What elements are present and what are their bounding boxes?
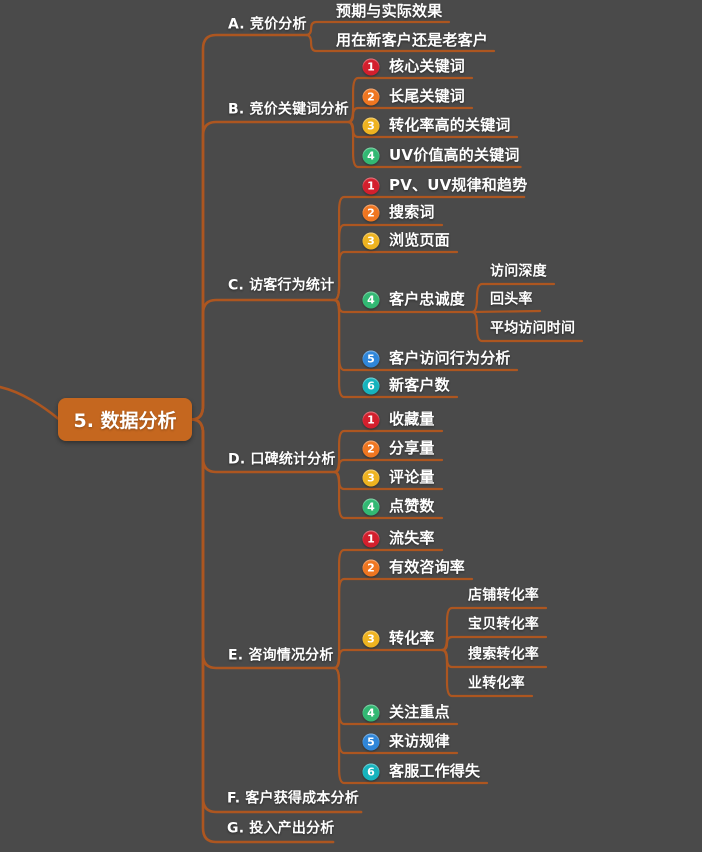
number-1-badge-icon: 1 (362, 411, 380, 429)
leaf-label[interactable]: 客户访问行为分析 (389, 349, 511, 368)
edge-line (440, 635, 548, 652)
edge-line (440, 648, 534, 698)
number-1-badge-icon: 1 (362, 58, 380, 76)
number-3-badge-icon: 3 (362, 117, 380, 135)
edge-line (304, 20, 451, 37)
edge-line (190, 418, 335, 844)
subleaf-label[interactable]: 宝贝转化率 (468, 616, 539, 633)
number-2-badge-icon: 2 (362, 88, 380, 106)
leaf-label[interactable]: 点赞数 (389, 497, 435, 516)
leaf-label[interactable]: 新客户数 (389, 376, 450, 395)
leaf-label[interactable]: 来访规律 (389, 732, 450, 751)
number-3-badge-icon: 3 (362, 469, 380, 487)
leaf-label[interactable]: 转化率高的关键词 (389, 116, 511, 135)
edge-line (346, 106, 474, 124)
number-3-badge-icon: 3 (362, 630, 380, 648)
number-5-badge-icon: 5 (362, 350, 380, 368)
leaf-label[interactable]: 搜索词 (389, 203, 435, 222)
leaf-label[interactable]: 客服工作得失 (389, 762, 481, 781)
number-4-badge-icon: 4 (362, 498, 380, 516)
leaf-label[interactable]: 预期与实际效果 (336, 2, 443, 21)
leaf-label[interactable]: UV价值高的关键词 (389, 146, 520, 165)
subleaf-label[interactable]: 店铺转化率 (468, 587, 539, 604)
number-2-badge-icon: 2 (362, 559, 380, 577)
root-node-label: 5. 数据分析 (73, 410, 177, 432)
leaf-label[interactable]: 评论量 (389, 468, 435, 487)
number-2-badge-icon: 2 (362, 440, 380, 458)
edge-line (332, 298, 459, 399)
leaf-label[interactable]: 长尾关键词 (389, 87, 466, 106)
edge-line (470, 282, 556, 314)
number-1-badge-icon: 1 (362, 530, 380, 548)
edge-line (332, 666, 489, 785)
subleaf-label[interactable]: 平均访问时间 (490, 320, 576, 337)
edge-line (332, 458, 444, 474)
leaf-label[interactable]: 流失率 (389, 529, 435, 548)
leaf-label[interactable]: 收藏量 (389, 410, 435, 429)
number-5-badge-icon: 5 (362, 733, 380, 751)
leaf-label[interactable]: PV、UV规律和趋势 (389, 176, 528, 195)
number-4-badge-icon: 4 (362, 291, 380, 309)
branch-label-g[interactable]: G. 投入产出分析 (227, 820, 335, 837)
edge-line (332, 250, 459, 302)
leaf-label[interactable]: 转化率 (389, 629, 435, 648)
number-1-badge-icon: 1 (362, 177, 380, 195)
number-6-badge-icon: 6 (362, 377, 380, 395)
leaf-label[interactable]: 核心关键词 (389, 57, 466, 76)
edge-line (332, 470, 444, 520)
subleaf-label[interactable]: 业转化率 (468, 675, 525, 692)
number-4-badge-icon: 4 (362, 147, 380, 165)
number-4-badge-icon: 4 (362, 704, 380, 722)
subleaf-label[interactable]: 搜索转化率 (468, 646, 539, 663)
leaf-label[interactable]: 关注重点 (389, 703, 450, 722)
branch-label-e[interactable]: E. 咨询情况分析 (228, 647, 334, 664)
edge-line (190, 298, 336, 421)
edge-line (346, 120, 522, 169)
edge-line (470, 310, 584, 343)
number-2-badge-icon: 2 (362, 204, 380, 222)
subleaf-label[interactable]: 回头率 (490, 291, 533, 308)
edge-line (332, 648, 444, 670)
branch-label-f[interactable]: F. 客户获得成本分析 (227, 790, 359, 807)
number-3-badge-icon: 3 (362, 232, 380, 250)
edge-line (304, 33, 496, 53)
leaf-label[interactable]: 客户忠诚度 (389, 290, 466, 309)
branch-label-b[interactable]: B. 竞价关键词分析 (228, 101, 349, 118)
subleaf-label[interactable]: 访问深度 (490, 263, 547, 280)
branch-label-a[interactable]: A. 竞价分析 (228, 16, 307, 33)
number-6-badge-icon: 6 (362, 763, 380, 781)
leaf-label[interactable]: 浏览页面 (389, 231, 450, 250)
leaf-label[interactable]: 有效咨询率 (389, 558, 466, 577)
leaf-label[interactable]: 分享量 (389, 439, 435, 458)
branch-label-d[interactable]: D. 口碑统计分析 (228, 451, 336, 468)
leaf-label[interactable]: 用在新客户还是老客户 (336, 31, 489, 50)
root-node[interactable]: 5. 数据分析 (58, 398, 192, 441)
branch-label-c[interactable]: C. 访客行为统计 (228, 277, 335, 294)
edge-line (470, 309, 542, 314)
edge-line (0, 385, 60, 420)
